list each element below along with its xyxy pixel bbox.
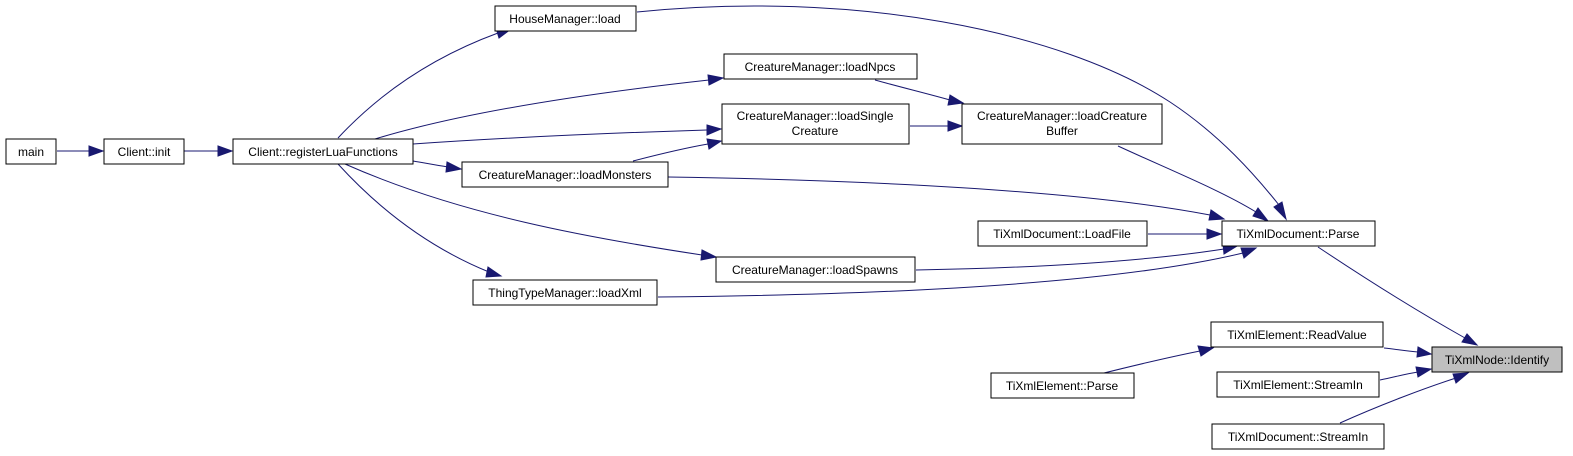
node-creature-manager-load-npcs-label: CreatureManager::loadNpcs bbox=[745, 60, 896, 74]
edge-register-lua-to-load-spawns bbox=[344, 163, 718, 261]
node-creature-manager-load-monsters[interactable]: CreatureManager::loadMonsters bbox=[461, 161, 669, 188]
nodes: main Client::init Client::registerLuaFun… bbox=[5, 5, 1563, 450]
node-creature-manager-load-single-creature[interactable]: CreatureManager::loadSingle Creature bbox=[721, 103, 910, 145]
edge-read-value-to-identify bbox=[1383, 346, 1433, 358]
node-thing-type-manager-load-xml-label: ThingTypeManager::loadXml bbox=[488, 286, 641, 300]
node-tixml-document-load-file[interactable]: TiXmlDocument::LoadFile bbox=[977, 220, 1148, 247]
node-tixml-node-identify-label: TiXmlNode::Identify bbox=[1445, 353, 1549, 367]
node-tixml-element-read-value[interactable]: TiXmlElement::ReadValue bbox=[1210, 321, 1384, 348]
node-creature-manager-load-creature-buffer[interactable]: CreatureManager::loadCreature Buffer bbox=[961, 103, 1163, 145]
edge-element-stream-in-to-identify bbox=[1379, 366, 1433, 381]
node-load-single-creature-label-line-2: Creature bbox=[792, 124, 839, 138]
node-main-label: main bbox=[18, 145, 44, 159]
edge-load-spawns-to-parse bbox=[915, 243, 1239, 271]
edge-register-lua-to-load-xml bbox=[337, 163, 503, 278]
node-tixml-element-stream-in-label: TiXmlElement::StreamIn bbox=[1233, 378, 1363, 392]
node-register-lua-functions[interactable]: Client::registerLuaFunctions bbox=[232, 138, 414, 165]
edge-load-file-to-parse bbox=[1148, 228, 1223, 240]
edge-load-monsters-to-load-single-creature bbox=[632, 138, 723, 162]
node-register-lua-functions-label: Client::registerLuaFunctions bbox=[248, 145, 397, 159]
edge-document-stream-in-to-identify bbox=[1339, 372, 1470, 424]
node-tixml-document-parse[interactable]: TiXmlDocument::Parse bbox=[1221, 220, 1376, 247]
node-tixml-document-stream-in[interactable]: TiXmlDocument::StreamIn bbox=[1211, 423, 1385, 450]
edge-load-monsters-to-parse bbox=[667, 176, 1226, 221]
node-thing-type-manager-load-xml[interactable]: ThingTypeManager::loadXml bbox=[472, 279, 658, 306]
node-tixml-element-parse[interactable]: TiXmlElement::Parse bbox=[990, 372, 1135, 399]
node-creature-manager-load-npcs[interactable]: CreatureManager::loadNpcs bbox=[723, 53, 918, 80]
node-creature-manager-load-spawns[interactable]: CreatureManager::loadSpawns bbox=[715, 256, 916, 283]
node-house-manager-load-label: HouseManager::load bbox=[509, 12, 620, 26]
edge-load-xml-to-parse bbox=[657, 247, 1258, 298]
edge-element-parse-to-read-value bbox=[1099, 345, 1215, 375]
node-tixml-node-identify[interactable]: TiXmlNode::Identify bbox=[1431, 346, 1563, 373]
edge-register-lua-to-load-npcs bbox=[374, 74, 725, 140]
edge-parse-to-identify bbox=[1317, 246, 1479, 346]
edges bbox=[57, 5, 1479, 424]
node-tixml-document-load-file-label: TiXmlDocument::LoadFile bbox=[993, 227, 1131, 241]
node-tixml-document-stream-in-label: TiXmlDocument::StreamIn bbox=[1228, 430, 1368, 444]
edge-load-npcs-to-load-creature-buffer bbox=[874, 79, 965, 106]
edge-main-to-client-init bbox=[57, 145, 105, 157]
edge-register-lua-to-load-monsters bbox=[412, 160, 463, 173]
node-creature-manager-load-monsters-label: CreatureManager::loadMonsters bbox=[479, 168, 652, 182]
node-tixml-element-parse-label: TiXmlElement::Parse bbox=[1006, 379, 1119, 393]
node-tixml-element-read-value-label: TiXmlElement::ReadValue bbox=[1227, 328, 1367, 342]
node-house-manager-load[interactable]: HouseManager::load bbox=[494, 5, 637, 32]
edge-register-lua-to-house-load bbox=[337, 27, 513, 139]
edge-house-load-to-parse bbox=[636, 5, 1287, 221]
edge-load-creature-buffer-to-parse bbox=[1117, 145, 1270, 222]
node-load-creature-buffer-label-line-2: Buffer bbox=[1046, 124, 1078, 138]
node-load-creature-buffer-label-line-1: CreatureManager::loadCreature bbox=[977, 109, 1147, 123]
node-tixml-element-stream-in[interactable]: TiXmlElement::StreamIn bbox=[1216, 371, 1380, 398]
edge-load-single-to-load-creature-buffer bbox=[910, 120, 964, 132]
edge-register-lua-to-load-single-creature bbox=[412, 124, 723, 145]
node-client-init-label: Client::init bbox=[118, 145, 171, 159]
node-tixml-document-parse-label: TiXmlDocument::Parse bbox=[1237, 227, 1360, 241]
edge-client-init-to-register-lua bbox=[184, 145, 234, 157]
node-client-init[interactable]: Client::init bbox=[103, 138, 185, 165]
node-main[interactable]: main bbox=[5, 138, 57, 165]
node-load-single-creature-label-line-1: CreatureManager::loadSingle bbox=[737, 109, 894, 123]
node-creature-manager-load-spawns-label: CreatureManager::loadSpawns bbox=[732, 263, 898, 277]
